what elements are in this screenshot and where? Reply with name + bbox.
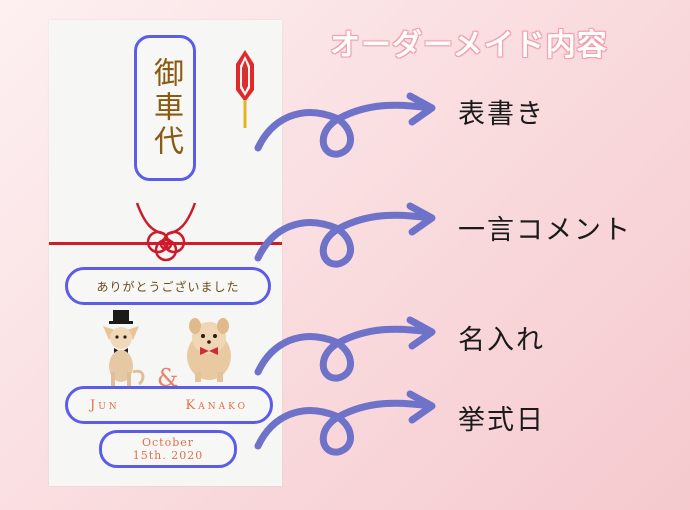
curly-arrow-icon	[254, 92, 436, 158]
name-left: Jun	[90, 397, 120, 413]
label-omotegaki: 表書き	[458, 99, 545, 130]
mizuhiki-knot-icon	[135, 202, 197, 262]
curly-arrow-icon	[254, 316, 436, 382]
date-line-1: October	[141, 436, 195, 449]
chihuahua-with-top-hat-icon	[103, 310, 145, 386]
title-frame: 御車代	[134, 35, 196, 181]
noshi-ornament-icon	[236, 50, 254, 128]
envelope-illustrations	[103, 50, 254, 386]
curly-arrow-icon	[254, 390, 436, 456]
envelope-title: 御車代	[148, 57, 183, 159]
curly-arrow-icon	[254, 202, 436, 268]
envelope-card: 御車代 ありがとうございました & Jun Kanako October 15t…	[49, 20, 282, 486]
envelope-message: ありがとうございました	[96, 279, 240, 294]
date-frame: October 15th. 2020	[99, 430, 237, 468]
ampersand: &	[157, 364, 179, 392]
names-frame: Jun Kanako	[65, 386, 273, 424]
label-wedding-date: 挙式日	[458, 405, 545, 436]
pomeranian-with-bow-icon	[187, 318, 231, 382]
name-right: Kanako	[185, 397, 248, 413]
date-line-2: 15th. 2020	[132, 449, 204, 462]
label-name: 名入れ	[458, 325, 545, 356]
label-comment: 一言コメント	[458, 215, 632, 246]
mizuhiki-ribbon	[49, 242, 282, 245]
page-heading: オーダーメイド内容	[330, 28, 608, 63]
message-frame: ありがとうございました	[65, 267, 271, 305]
